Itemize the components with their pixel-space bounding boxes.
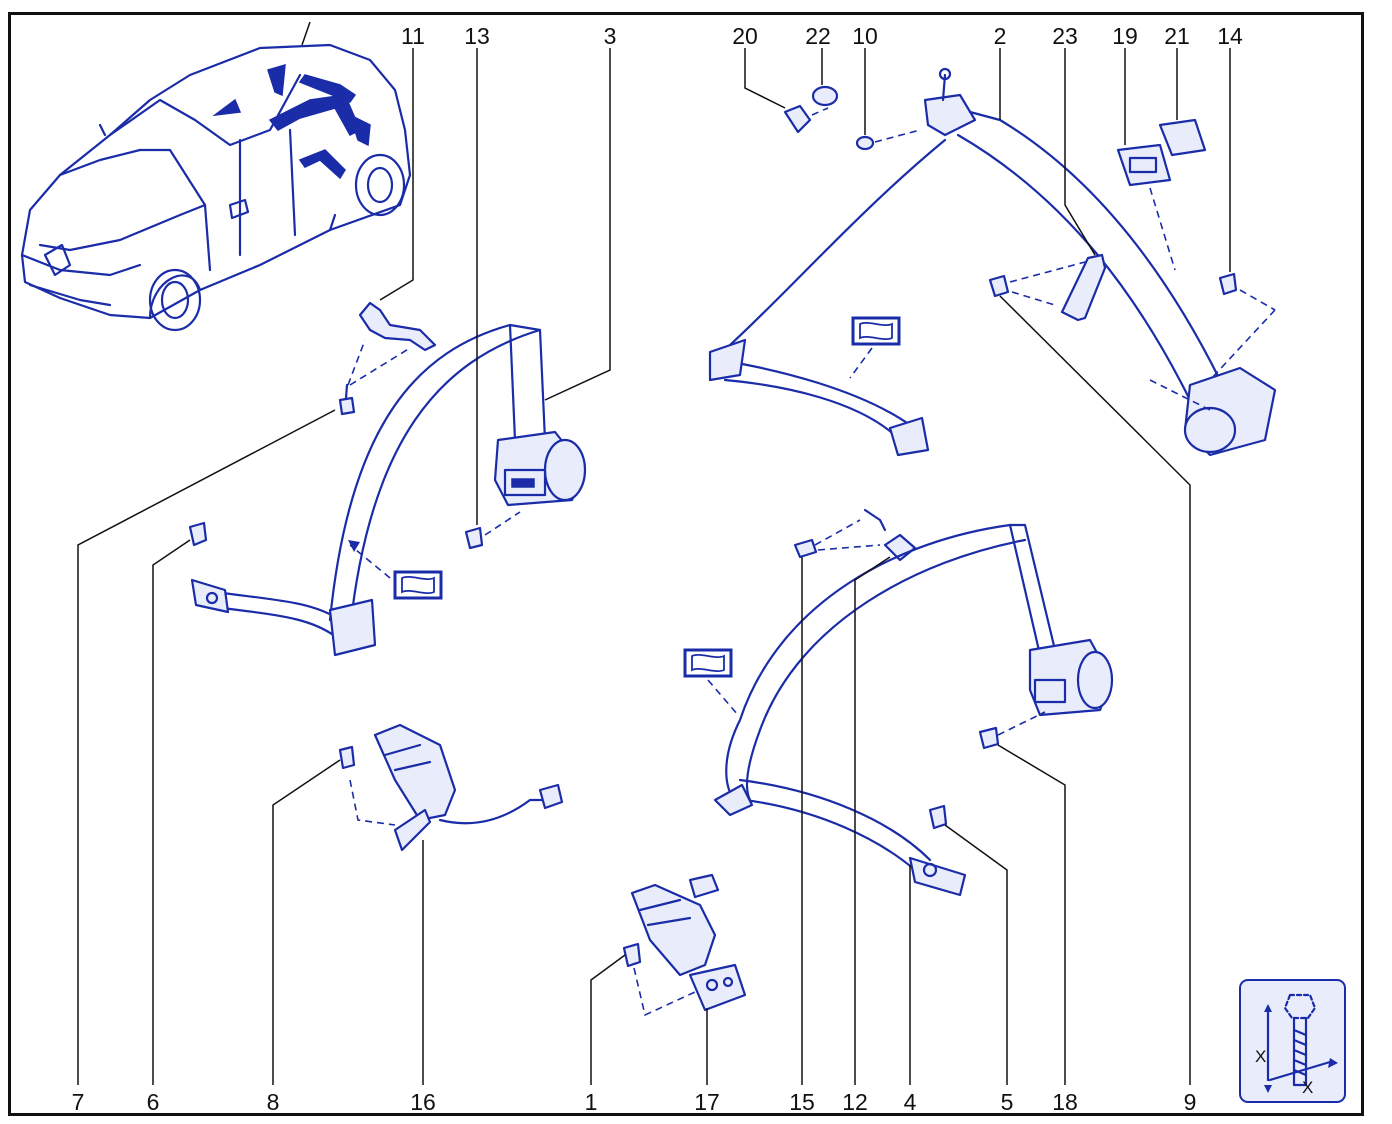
callout-22: 22: [805, 23, 831, 49]
callout-3: 3: [604, 23, 617, 49]
callout-12: 12: [842, 1089, 868, 1115]
callout-5: 5: [1001, 1089, 1014, 1115]
callout-11: 11: [401, 23, 425, 49]
part-10-nut: [855, 135, 875, 151]
callout-1: 1: [585, 1089, 598, 1115]
part-8-bolt: [338, 745, 356, 770]
part-2-belt-retractor: [708, 67, 1277, 457]
callout-6: 6: [147, 1089, 160, 1115]
car-illustration: [20, 21, 412, 332]
callout-8: 8: [267, 1089, 280, 1115]
part-1-bolt: [622, 942, 642, 968]
callout-7: 7: [72, 1089, 85, 1115]
callouts-bottom: 7 6 8 16 1 17 15 12 4 5 18 9: [72, 1089, 1197, 1115]
part-17-buckle: [630, 873, 747, 1012]
callout-10: 10: [852, 23, 878, 49]
torque-x-label-horizontal: X: [1302, 1078, 1313, 1097]
part-6-bolt: [188, 521, 208, 547]
part-23-bracket: [1060, 253, 1107, 322]
leader-lines: [77, 48, 1231, 1085]
part-14-bolt: [1218, 272, 1238, 296]
torque-x-label-vertical: X: [1255, 1047, 1266, 1066]
part-4-belt-retractor: [713, 523, 1114, 897]
part-15-bolt: [793, 538, 818, 559]
part-19-trim: [1116, 143, 1172, 187]
part-21-trim: [1158, 118, 1207, 157]
callout-14: 14: [1217, 23, 1243, 49]
part-7-bolt: [338, 383, 356, 416]
part-3-belt-retractor: [190, 323, 587, 657]
callout-9: 9: [1184, 1089, 1197, 1115]
lubrication-symbol-right: [851, 316, 901, 346]
callout-21: 21: [1164, 23, 1190, 49]
part-22-grommet: [811, 85, 839, 107]
lubrication-symbol-left: [393, 570, 443, 600]
part-20-cap: [783, 104, 812, 134]
callout-13: 13: [464, 23, 490, 49]
callout-17: 17: [694, 1089, 720, 1115]
callout-20: 20: [732, 23, 758, 49]
diagram-frame: [8, 12, 1364, 1116]
part-16-buckle-wire: [373, 723, 564, 852]
part-18-bolt: [978, 726, 1000, 750]
callout-19: 19: [1112, 23, 1138, 49]
callouts-top: 11 13 3 20 22 10 2 23 19 21 14: [401, 23, 1243, 49]
torque-bolt-symbol: X X: [1239, 979, 1346, 1103]
callout-2: 2: [994, 23, 1007, 49]
lubrication-symbol-lower: [683, 648, 733, 678]
callout-18: 18: [1052, 1089, 1078, 1115]
part-13-bolt: [464, 526, 484, 550]
callout-23: 23: [1052, 23, 1078, 49]
part-9-bolt: [988, 274, 1010, 298]
callout-16: 16: [410, 1089, 436, 1115]
callout-4: 4: [904, 1089, 917, 1115]
part-11-guide-bracket: [358, 301, 437, 352]
callout-15: 15: [789, 1089, 815, 1115]
part-5-bolt: [928, 804, 948, 830]
